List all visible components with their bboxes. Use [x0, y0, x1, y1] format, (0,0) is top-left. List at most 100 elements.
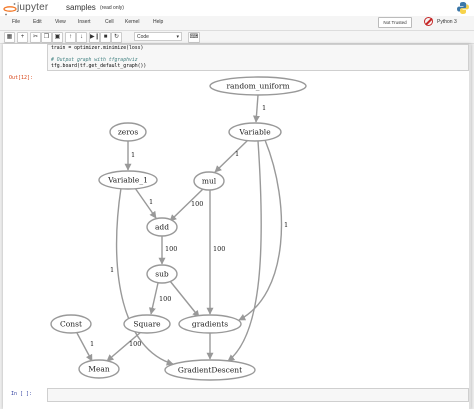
graph-node-gradients — [178, 314, 242, 334]
graph-edge-mul-to-add — [169, 188, 204, 222]
stop-icon: ■ — [103, 34, 108, 40]
kernel-indicator: Python 3 — [424, 16, 470, 29]
code-comment-line: # Output graph with tfgraphviz — [51, 58, 138, 63]
menu-bar: File Edit View Insert Cell Kernel Help — [0, 16, 474, 31]
graph-node-gradientdescent — [164, 359, 256, 381]
code-line: train = optimizer.minimize(loss) — [51, 46, 144, 51]
menu-file[interactable]: File — [12, 19, 21, 25]
menu-kernel[interactable]: Kernel — [125, 19, 140, 25]
graph-edge-sub-to-square — [148, 282, 159, 315]
keyboard-icon: ⌨ — [189, 34, 199, 40]
notebook-container: train = optimizer.minimize(loss) # Outpu… — [3, 44, 471, 409]
scrollbar[interactable] — [469, 44, 471, 409]
cut-icon: ✂ — [32, 34, 39, 40]
menu-help[interactable]: Help — [153, 19, 164, 25]
move-up-button[interactable]: ↑ — [65, 32, 76, 43]
cell-type-select[interactable]: Code ▾ — [134, 32, 182, 41]
graph-node-const — [50, 314, 92, 334]
graph-node-variable-1 — [98, 170, 158, 190]
input-prompt: In [ ]: — [11, 391, 33, 397]
graph-node-label: add — [155, 223, 169, 232]
copy-button[interactable]: ❐ — [41, 32, 52, 43]
graph-node-label: Variable — [238, 128, 271, 137]
graph-node-label: random_uniform — [226, 82, 289, 91]
output-prompt: Out[12]: — [9, 75, 34, 81]
graph-edge-label: 1 — [110, 266, 114, 274]
graph-edge-variable-to-mul — [214, 139, 249, 173]
trust-badge[interactable]: Not Trusted — [378, 17, 412, 28]
menu-cell[interactable]: Cell — [105, 19, 114, 25]
brand-name: jupyter — [17, 2, 49, 13]
notebook-header: jupyter samples (read only) — [0, 0, 474, 16]
paste-button[interactable]: ▣ — [52, 32, 63, 43]
code-line: tfg.board(tf.get_default_graph()) — [51, 64, 147, 69]
graph-node-label: zeros — [118, 128, 138, 137]
menu-view[interactable]: View — [55, 19, 66, 25]
graph-output: 1 1 1 1 1 1 100 100 100 100 1 100 random_uniformzer… — [50, 76, 307, 381]
add-cell-icon: + — [20, 34, 25, 40]
graph-node-label: Variable_1 — [107, 176, 148, 185]
menu-insert[interactable]: Insert — [78, 19, 91, 25]
graph-node-square — [123, 314, 171, 334]
restart-icon: ↻ — [113, 34, 120, 40]
graph-edge-label: 100 — [165, 245, 177, 253]
stop-button[interactable]: ■ — [100, 32, 111, 43]
menu-edit[interactable]: Edit — [33, 19, 42, 25]
graph-node-random-uniform — [209, 76, 307, 96]
save-button[interactable]: ▦ — [4, 32, 15, 43]
graph-edge-sub-to-gradients — [169, 280, 200, 318]
move-down-icon: ↓ — [80, 34, 83, 40]
graph-edge-label: 1 — [149, 198, 153, 206]
graph-edge-label: 100 — [191, 200, 203, 208]
graph-node-zeros — [109, 122, 147, 142]
graph-node-label: gradients — [192, 320, 228, 329]
graph-node-label: GradientDescent — [178, 366, 242, 375]
graph-edge-label: 1 — [235, 150, 239, 158]
empty-code-cell[interactable] — [47, 388, 469, 402]
python-logo-icon — [457, 2, 469, 14]
copy-icon: ❐ — [43, 34, 50, 40]
graph-node-mean — [78, 359, 120, 379]
graph-edge-label: 1 — [262, 104, 266, 112]
cut-button[interactable]: ✂ — [30, 32, 41, 43]
cell-type-value: Code — [137, 34, 149, 40]
graph-edge-const-to-mean — [76, 332, 93, 362]
graph-node-mul — [193, 171, 225, 191]
graph-edge-variable_1-to-add — [134, 187, 157, 219]
graph-edge-square-to-mean — [106, 331, 142, 362]
graph-edge-label: 1 — [131, 151, 135, 159]
command-palette-button[interactable]: ⌨ — [188, 32, 200, 43]
toolbar: ▦ + ✂ ❐ ▣ ↑ ↓ ▶❙ ■ ↻ Code ▾ ⌨ — [0, 31, 474, 44]
graph-node-label: sub — [155, 270, 169, 279]
graph-node-label: mul — [202, 177, 217, 186]
graph-edge-label: 100 — [213, 245, 225, 253]
move-up-icon: ↑ — [69, 34, 72, 40]
restart-button[interactable]: ↻ — [111, 32, 122, 43]
kernel-name: Python 3 — [437, 19, 457, 25]
graph-node-variable — [228, 122, 282, 142]
graph-edge-label: 100 — [159, 295, 171, 303]
chevron-down-icon: ▾ — [176, 34, 179, 40]
run-icon: ▶❙ — [90, 34, 100, 40]
add-cell-button[interactable]: + — [17, 32, 28, 43]
save-icon: ▦ — [6, 34, 13, 40]
graph-node-label: Const — [60, 320, 82, 329]
no-kernel-icon — [424, 17, 433, 26]
graph-edge-variable-to-gradientdescent — [227, 140, 262, 362]
code-cell-input[interactable]: train = optimizer.minimize(loss) # Outpu… — [47, 44, 469, 71]
graph-node-add — [146, 217, 178, 237]
graph-node-label: Square — [133, 320, 161, 329]
graph-edge-label: 1 — [90, 340, 94, 348]
run-button[interactable]: ▶❙ — [89, 32, 100, 43]
graph-edge-label: 100 — [129, 340, 141, 348]
paste-icon: ▣ — [54, 34, 61, 40]
jupyter-logo-icon[interactable] — [3, 2, 17, 16]
read-only-label: (read only) — [100, 5, 124, 11]
graph-node-label: Mean — [88, 365, 110, 374]
notebook-title[interactable]: samples — [66, 3, 96, 12]
graph-edge-random_uniform-to-variable — [252, 94, 260, 123]
graph-edge-label: 1 — [284, 221, 288, 229]
graph-node-sub — [146, 264, 178, 284]
graph-edge-variable_1-to-gradientdescent — [115, 187, 174, 366]
move-down-button[interactable]: ↓ — [76, 32, 87, 43]
